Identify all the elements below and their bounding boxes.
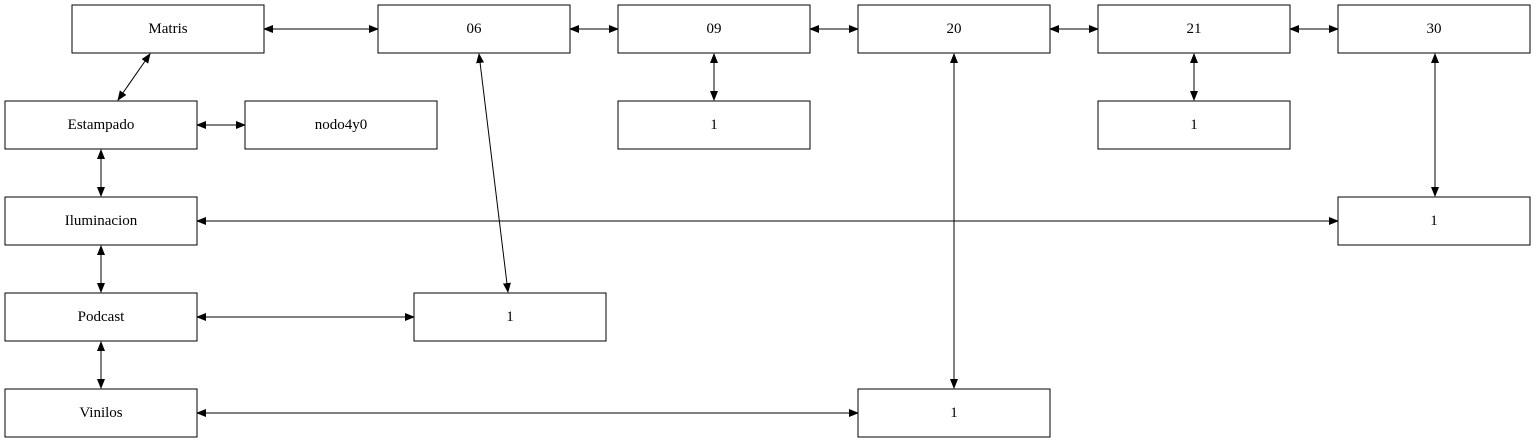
cell-06-podcast: 1 — [413, 292, 607, 342]
node-estampado: Estampado — [4, 100, 198, 150]
edge-06-cell — [476, 53, 511, 293]
node-col-09: 09 — [617, 4, 811, 54]
cell-21-estampado: 1 — [1097, 100, 1291, 150]
cell-30-iluminacion-label: 1 — [1430, 213, 1438, 229]
node-iluminacion: Iluminacion — [4, 196, 198, 246]
node-col-20: 20 — [857, 4, 1051, 54]
cell-06-podcast-label: 1 — [506, 309, 514, 325]
node-layer: Matris 06 09 20 21 30 Estampado nodo4y — [4, 4, 1531, 438]
node-vinilos-label: Vinilos — [79, 405, 122, 421]
cell-09-estampado: 1 — [617, 100, 811, 150]
cell-09-estampado-label: 1 — [710, 117, 718, 133]
node-nodo4y0-label: nodo4y0 — [315, 117, 368, 133]
node-col-09-label: 09 — [707, 21, 722, 37]
node-col-21-label: 21 — [1187, 21, 1202, 37]
edge-matris-estampado — [117, 53, 151, 101]
node-col-30: 30 — [1337, 4, 1531, 54]
node-podcast: Podcast — [4, 292, 198, 342]
node-col-06-label: 06 — [467, 21, 483, 37]
node-col-21: 21 — [1097, 4, 1291, 54]
cell-20-vinilos-label: 1 — [950, 405, 958, 421]
node-estampado-label: Estampado — [68, 117, 135, 133]
node-col-30-label: 30 — [1427, 21, 1442, 37]
node-matris-label: Matris — [148, 21, 187, 37]
node-col-06: 06 — [377, 4, 571, 54]
edge-layer — [97, 25, 1439, 417]
cell-20-vinilos: 1 — [857, 388, 1051, 438]
cell-21-estampado-label: 1 — [1190, 117, 1198, 133]
node-podcast-label: Podcast — [78, 309, 125, 325]
node-matris: Matris — [71, 4, 265, 54]
node-nodo4y0: nodo4y0 — [244, 100, 438, 150]
cell-30-iluminacion: 1 — [1337, 196, 1531, 246]
node-col-20-label: 20 — [947, 21, 962, 37]
node-iluminacion-label: Iluminacion — [65, 213, 138, 229]
node-vinilos: Vinilos — [4, 388, 198, 438]
